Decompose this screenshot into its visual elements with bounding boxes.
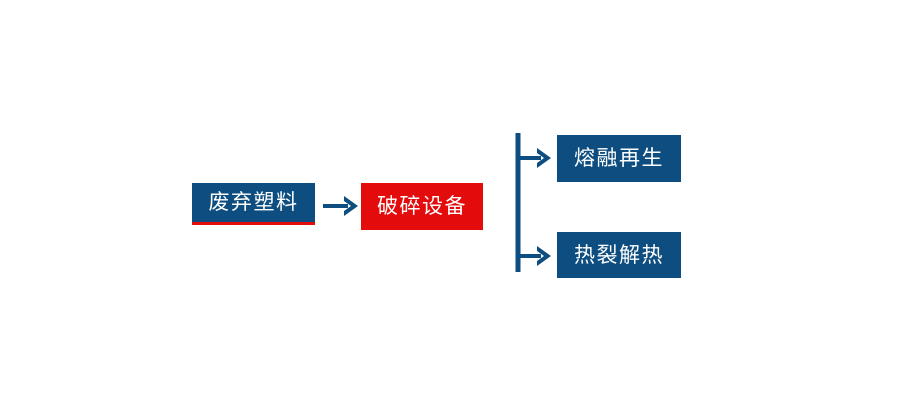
node-outcome-1-label: 熔融再生 [574, 146, 664, 170]
bracket-with-arrows-icon [515, 133, 551, 272]
branch-connector [505, 125, 565, 285]
node-outcome-pyrolysis[interactable]: 热裂解热 [557, 232, 681, 278]
node-source-label: 废弃塑料 [208, 190, 299, 214]
arrow-right-icon [323, 196, 358, 216]
node-outcome-2-label: 热裂解热 [574, 242, 664, 267]
node-outcome-melt-regeneration[interactable]: 熔融再生 [557, 135, 681, 182]
main-arrow-icon [322, 190, 360, 222]
node-process-label: 破碎设备 [377, 194, 467, 218]
node-source-waste-plastic[interactable]: 废弃塑料 [192, 183, 315, 225]
node-process-crusher[interactable]: 破碎设备 [361, 183, 483, 230]
